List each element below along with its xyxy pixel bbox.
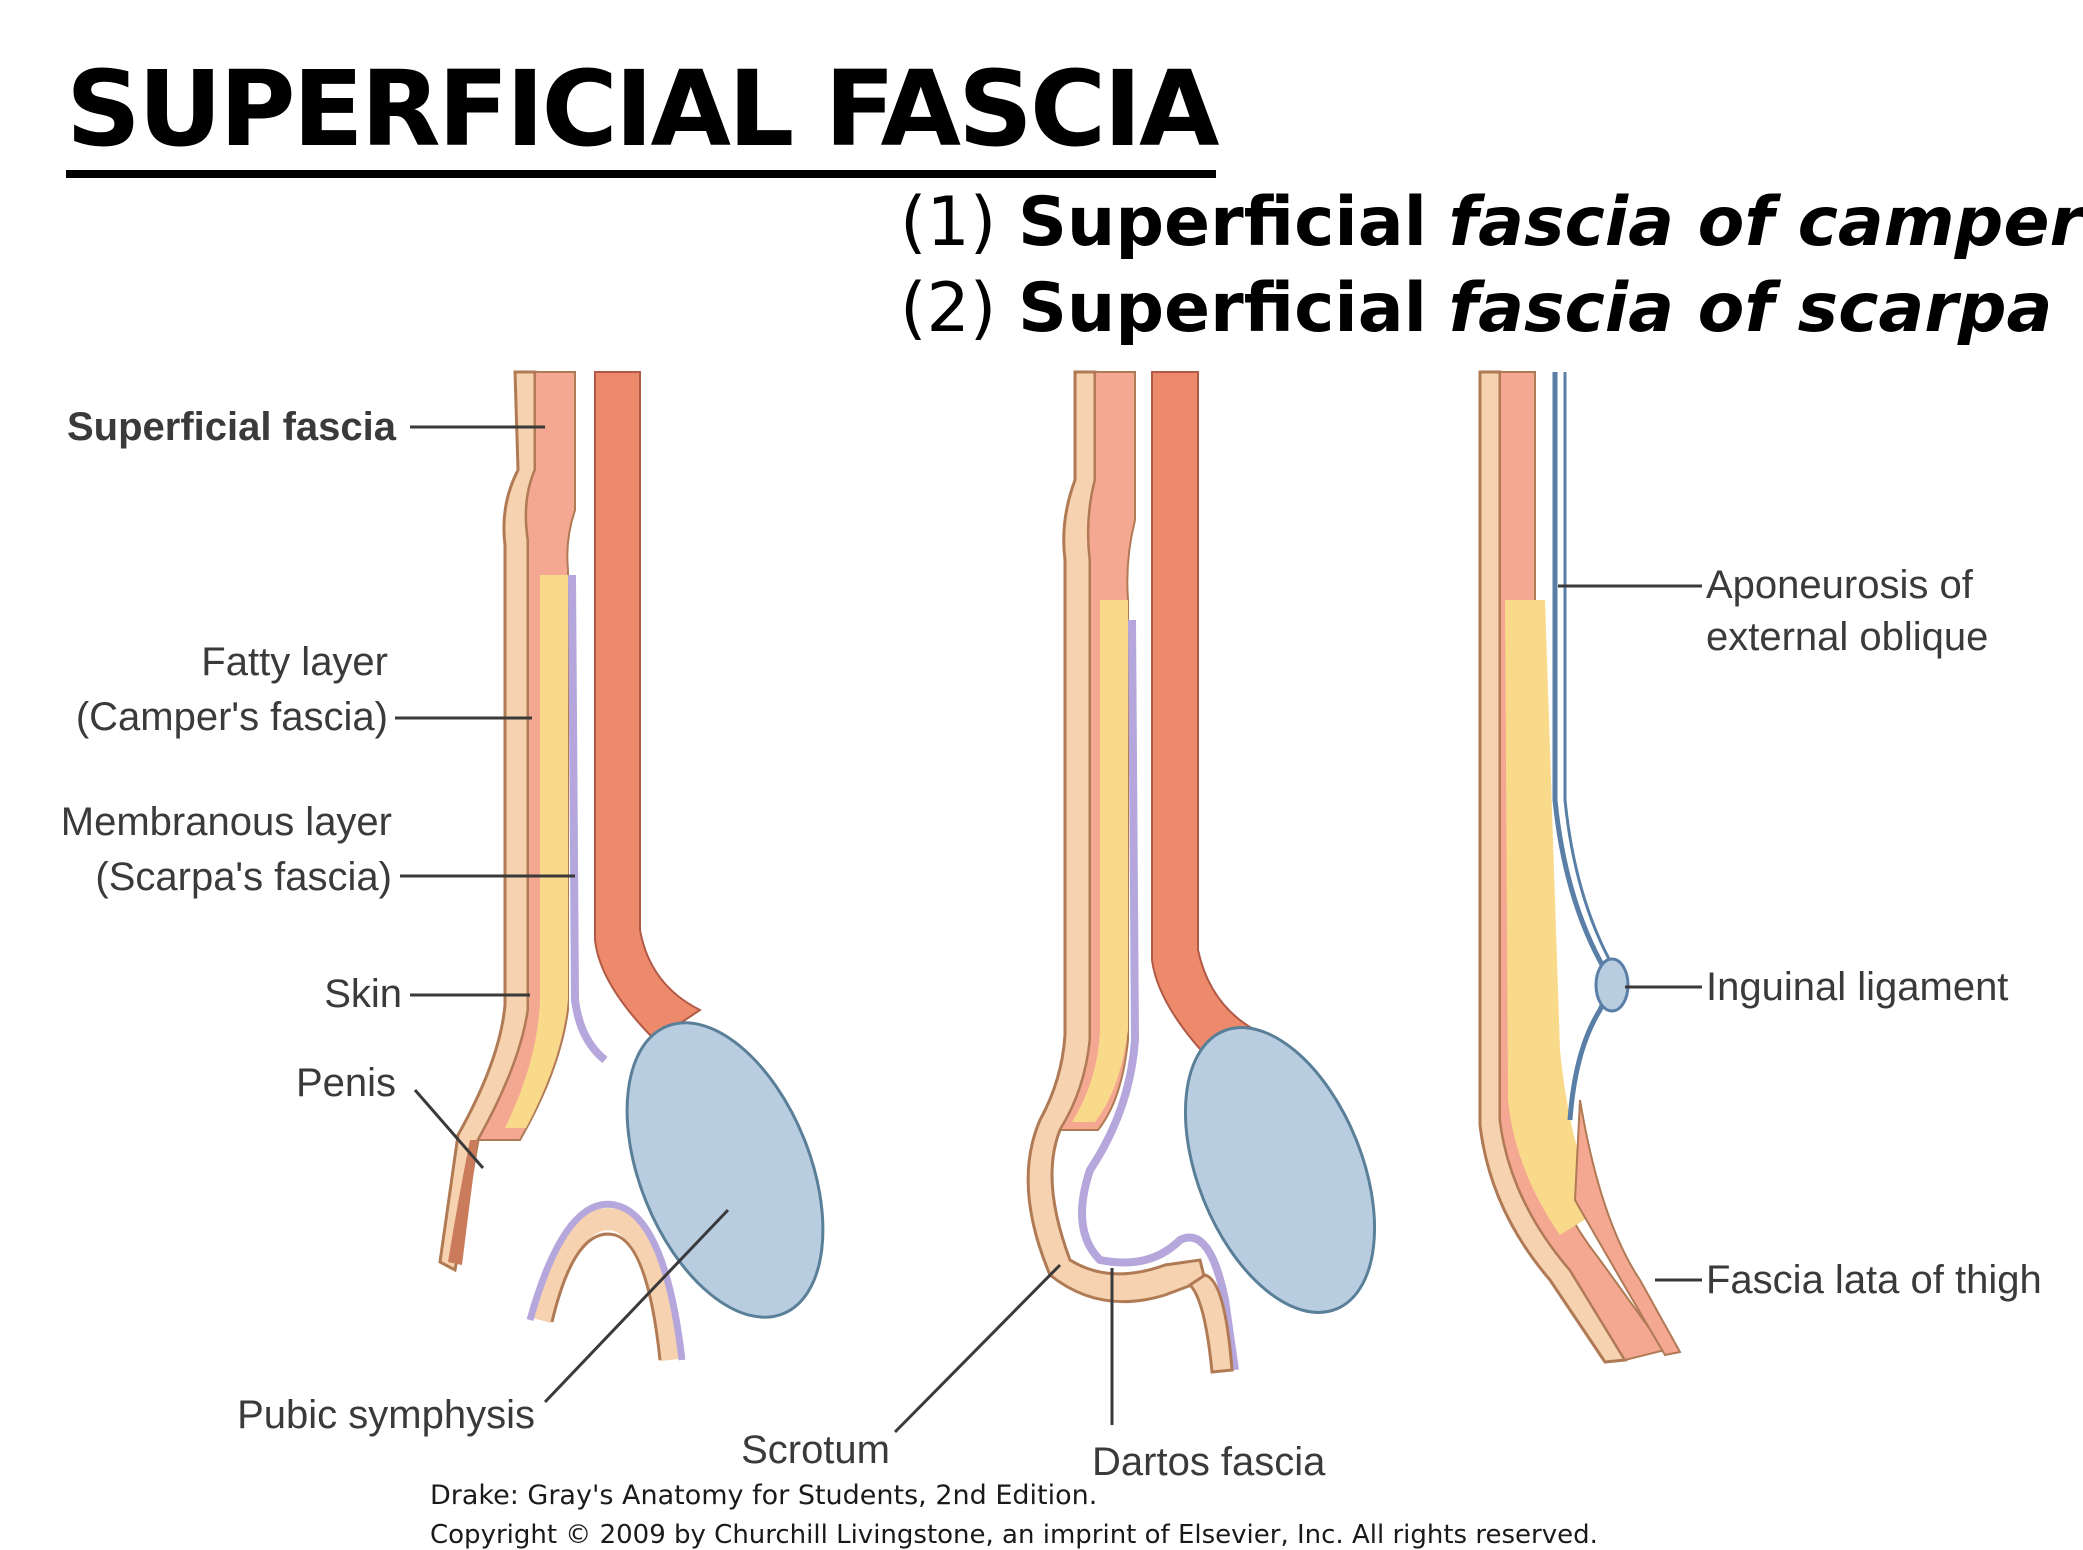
aponeurosis-line <box>1552 372 1610 1121</box>
panel-thigh-section <box>1478 370 1682 1364</box>
leader-scrotum <box>893 1263 1062 1434</box>
diagram-labels: Superficial fascia Fatty layer (Camper's… <box>61 405 2042 1484</box>
rectus-muscle <box>1151 371 1257 1062</box>
testis <box>1183 1026 1377 1314</box>
panel-scrotum-section <box>1026 370 1377 1374</box>
label-scrotum: Scrotum <box>741 1428 890 1472</box>
label-pubic-symphysis: Pubic symphysis <box>237 1393 535 1437</box>
penis-tip <box>448 1140 478 1265</box>
pubic-symphysis-outline <box>526 1200 686 1361</box>
label-skin: Skin <box>324 972 402 1016</box>
item-number: (1) <box>900 183 997 262</box>
membranous-layer <box>568 574 608 1064</box>
label-fatty-layer-line2: (Camper's fascia) <box>76 695 388 739</box>
leader-lines <box>395 425 1702 1434</box>
label-fatty-layer-line1: Fatty layer <box>201 640 388 684</box>
label-aponeurosis-line2: external oblique <box>1706 615 1988 659</box>
aponeurosis-line-inner <box>1563 372 1617 971</box>
subtitle-item-2: (2) Superficial fascia of scarpa <box>900 269 2053 348</box>
subtitle-item-1: (1) Superficial fascia of camper <box>900 183 2083 262</box>
item-number: (2) <box>900 269 997 348</box>
leader-pubic-symphysis <box>543 1208 730 1404</box>
item-bold-text: Superficial <box>1017 183 1427 262</box>
label-membranous-layer-line1: Membranous layer <box>61 800 392 844</box>
slide: SUPERFICIAL FASCIA (1) Superficial fasci… <box>60 51 2083 1550</box>
label-inguinal-ligament: Inguinal ligament <box>1706 965 2008 1009</box>
label-membranous-layer-line2: (Scarpa's fascia) <box>95 855 392 899</box>
leader-penis <box>413 1089 485 1169</box>
fascia-lata <box>1573 1099 1682 1357</box>
pubic-symphysis-inner <box>550 1232 662 1361</box>
item-italic-text: fascia of scarpa <box>1448 269 2053 348</box>
label-penis: Penis <box>296 1061 396 1105</box>
scrotal-wall <box>1187 1273 1234 1374</box>
testis <box>625 1021 825 1319</box>
item-italic-text: fascia of camper <box>1448 183 2083 262</box>
label-superficial-fascia: Superficial fascia <box>67 405 397 449</box>
label-aponeurosis-line1: Aponeurosis of <box>1706 563 1974 607</box>
panel-penis-section <box>438 370 825 1362</box>
fatty-layer <box>505 575 568 1128</box>
inguinal-ligament-node <box>1594 957 1630 1013</box>
fatty-layer <box>1505 600 1600 1235</box>
credit-line-2: Copyright © 2009 by Churchill Livingston… <box>430 1520 1598 1550</box>
rectus-muscle <box>594 371 702 1042</box>
fatty-layer <box>1072 600 1128 1122</box>
dartos-membrane <box>1078 619 1239 1371</box>
label-dartos-fascia: Dartos fascia <box>1092 1440 1326 1484</box>
item-bold-text: Superficial <box>1017 269 1427 348</box>
pubic-symphysis-arch <box>529 1208 681 1362</box>
credit-line-1: Drake: Gray's Anatomy for Students, 2nd … <box>430 1480 1098 1511</box>
slide-title: SUPERFICIAL FASCIA <box>66 52 1219 179</box>
label-fascia-lata: Fascia lata of thigh <box>1706 1258 2042 1302</box>
anatomy-diagram: Superficial fascia Fatty layer (Camper's… <box>61 370 2042 1484</box>
